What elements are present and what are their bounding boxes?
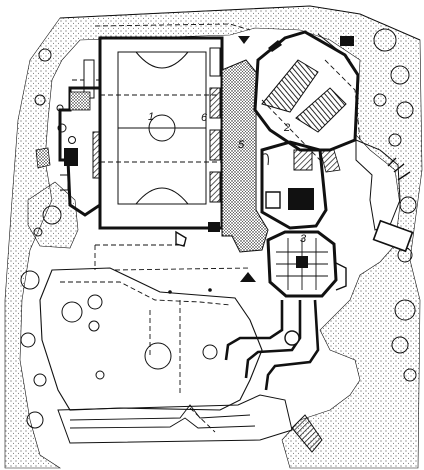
east-link	[355, 139, 414, 253]
auditorium	[253, 30, 360, 152]
site-details	[175, 149, 341, 282]
pathway	[57, 394, 293, 444]
label-foyer: 5	[238, 139, 245, 151]
lawn-area	[39, 267, 263, 411]
central-block	[260, 140, 328, 230]
left-planting	[27, 147, 79, 249]
ramp	[291, 414, 323, 453]
trees-group	[20, 28, 417, 429]
label-stands: 6	[201, 112, 208, 124]
dashed-paths	[72, 23, 361, 355]
label-sports-hall: 1	[148, 111, 154, 123]
foyer	[221, 59, 269, 253]
west-wing	[58, 86, 102, 217]
courtyard	[266, 230, 347, 298]
label-central-block: 3	[300, 233, 307, 245]
label-auditorium: 2	[283, 122, 290, 134]
south-ramps	[224, 299, 320, 391]
